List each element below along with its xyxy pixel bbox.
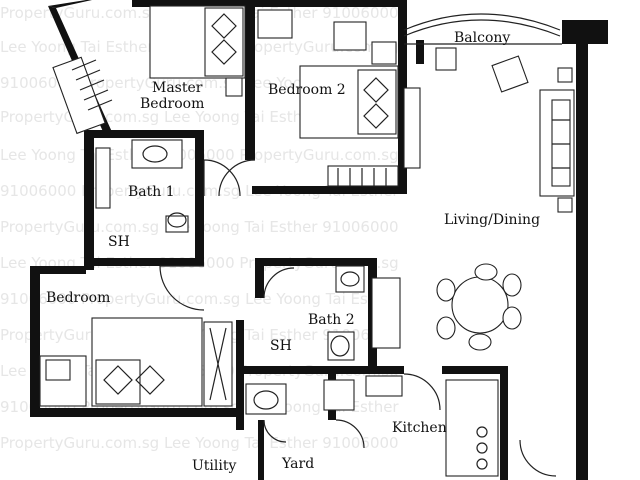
master-bed [149,5,246,97]
label-bedroom3: Bedroom [46,290,110,306]
label-yard: Yard [281,456,314,472]
balcony-railing [403,13,561,31]
label-bath1: Bath 1 [128,184,175,200]
label-balcony: Balcony [454,30,510,46]
label-utility: Utility [192,458,236,474]
label-living-dining: Living/Dining [444,212,540,228]
label-master-2: Bedroom [140,96,204,112]
label-master-1: Master [152,80,203,96]
kitchen-fixtures [323,375,499,477]
label-bedroom2: Bedroom 2 [268,82,346,98]
bath2-fixtures [245,265,401,415]
label-sh1: SH [108,234,130,250]
wardrobe [52,56,113,135]
label-bath2: Bath 2 [308,312,355,328]
door-swings [159,159,557,477]
bath1-fixtures [95,139,189,233]
svg-text:91006000 PropertyGuru.com.sg L: 91006000 PropertyGuru.com.sg Lee Yoong T… [0,290,399,308]
living-furniture [403,47,575,213]
label-sh2: SH [270,338,292,354]
svg-text:PropertyGuru.com.sg Lee Yoong: PropertyGuru.com.sg Lee Yoong Tai Esther… [0,434,399,452]
room-labels: Master Bedroom Bedroom 2 Balcony Living/… [46,30,540,474]
dining-table [436,263,522,351]
label-kitchen: Kitchen [392,420,447,436]
bedroom2-bed [257,9,399,187]
bedroom3-furniture [39,317,233,407]
